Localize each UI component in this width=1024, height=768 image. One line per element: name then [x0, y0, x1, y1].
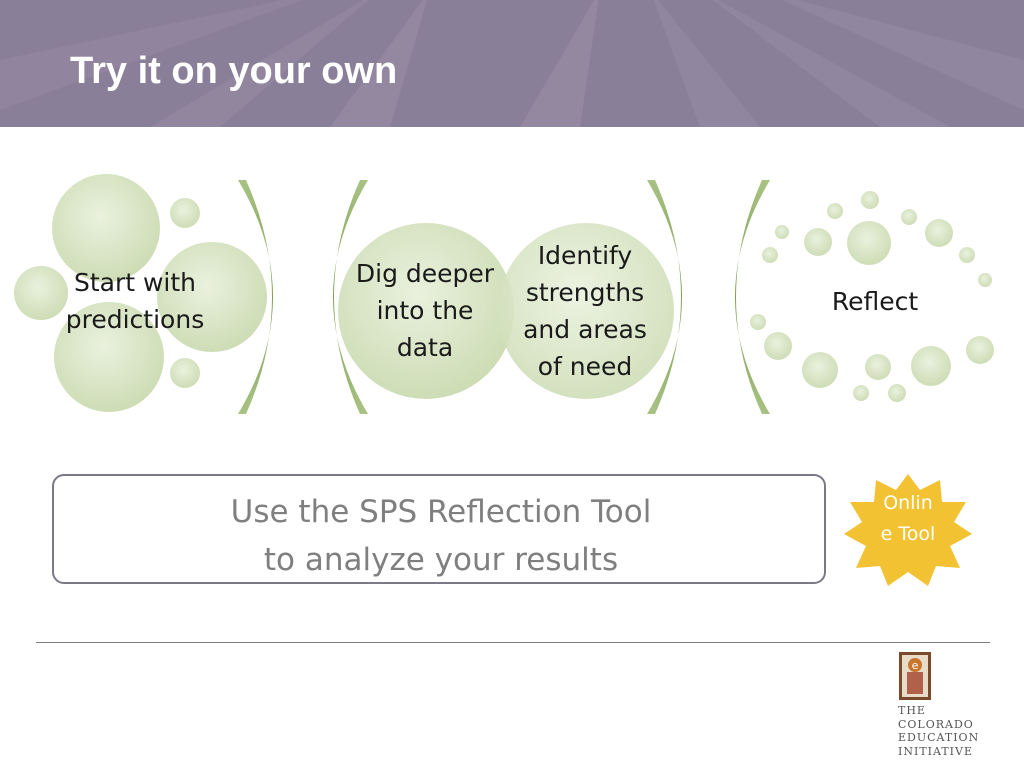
logo-wordmark: THE COLORADO EDUCATION INITIATIVE: [898, 704, 979, 758]
logo-mark-icon: e: [899, 652, 931, 700]
tool-instruction-line: to analyze your results: [263, 542, 619, 578]
step3-circle: [498, 223, 674, 399]
step2-label-line: into the: [376, 296, 474, 325]
step1-circle-cluster: [14, 174, 267, 412]
online-tool-badge[interactable]: Online Tool: [842, 472, 974, 588]
step2-circle: [338, 223, 514, 399]
step2-label-line: Dig deeper: [355, 259, 495, 288]
tool-instruction-box: Use the SPS Reflection Tool to analyze y…: [52, 474, 826, 584]
step4-dot-ring: [750, 191, 994, 402]
logo-line: COLORADO: [898, 717, 974, 731]
logo-line: THE: [898, 704, 926, 717]
header-rays-decoration: [0, 0, 1024, 127]
tool-instruction-text: Use the SPS Reflection Tool to analyze y…: [54, 488, 828, 584]
online-tool-badge-label: Online Tool: [880, 492, 936, 545]
arc-divider-left: [238, 180, 368, 414]
step3-label-line: strengths: [525, 278, 645, 307]
step4-label: Reflect: [800, 283, 950, 320]
process-diagram: [14, 174, 994, 414]
logo-line: INITIATIVE: [898, 744, 973, 758]
colorado-education-initiative-logo: e THE COLORADO EDUCATION INITIATIVE: [895, 650, 1005, 762]
step1-label-line: Start with: [73, 268, 197, 297]
step3-label-line: Identify: [537, 241, 633, 270]
arc-divider-right: [647, 180, 770, 414]
step3-label: Identify strengths and areas of need: [500, 237, 670, 385]
tool-instruction-line: Use the SPS Reflection Tool: [230, 494, 652, 530]
step2-label: Dig deeper into the data: [335, 255, 515, 366]
step1-label: Start with predictions: [45, 264, 225, 338]
step1-label-line: predictions: [65, 305, 205, 334]
step2-label-line: data: [396, 333, 454, 362]
footer-divider: [36, 642, 990, 643]
slide-title: Try it on your own: [70, 50, 398, 92]
starburst-shape: [844, 474, 972, 586]
step4-label-line: Reflect: [831, 287, 919, 316]
header-band: Try it on your own: [0, 0, 1024, 127]
step3-label-line: of need: [537, 352, 633, 381]
logo-line: EDUCATION: [898, 731, 980, 744]
step3-label-line: and areas: [523, 315, 647, 344]
svg-text:e: e: [912, 659, 919, 672]
